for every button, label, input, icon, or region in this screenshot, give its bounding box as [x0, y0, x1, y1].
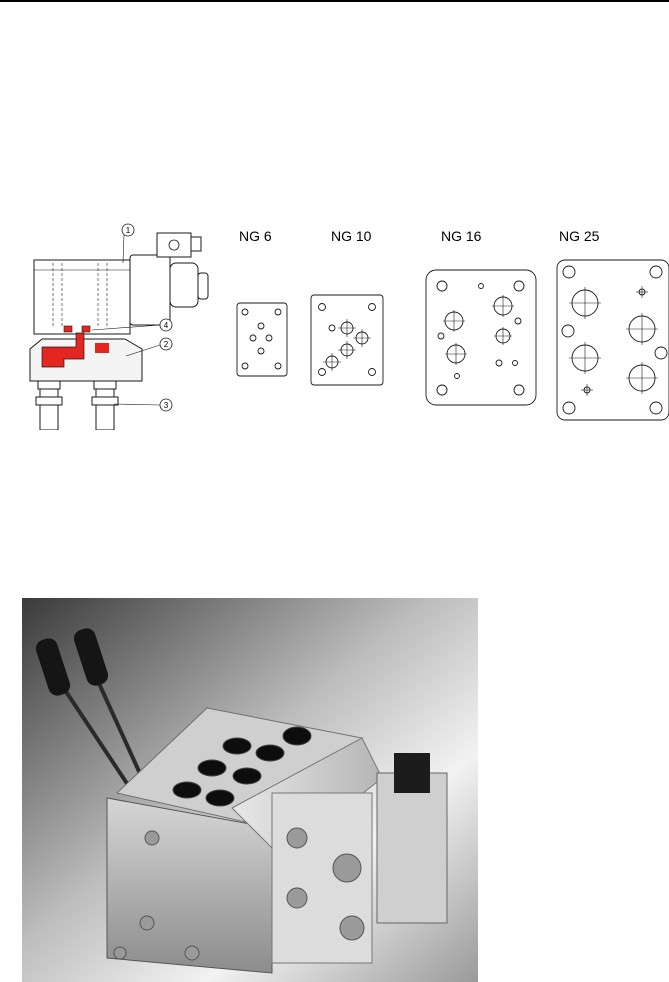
ng25-pattern [557, 260, 669, 420]
ng10-label: NG 10 [331, 228, 371, 244]
callout-2: 2 [164, 340, 169, 349]
control-valve-illustration [22, 598, 478, 982]
valve-mounting-figure: 1 2 3 4 NG 6 NG 10 NG 16 NG 25 [20, 215, 665, 430]
ng16-label: NG 16 [441, 228, 481, 244]
control-valve-photo [22, 598, 478, 982]
ng6-pattern [237, 303, 287, 376]
valve-section-drawing: 1 2 3 4 [20, 215, 220, 430]
callout-4: 4 [164, 321, 169, 330]
ng25-label: NG 25 [559, 228, 599, 244]
ng6-label: NG 6 [239, 228, 272, 244]
ng10-pattern [311, 295, 383, 385]
mounting-patterns [230, 250, 669, 430]
page-top-rule [0, 0, 669, 2]
callout-3: 3 [164, 401, 169, 410]
callout-1: 1 [126, 226, 131, 235]
ng16-pattern [426, 270, 536, 405]
